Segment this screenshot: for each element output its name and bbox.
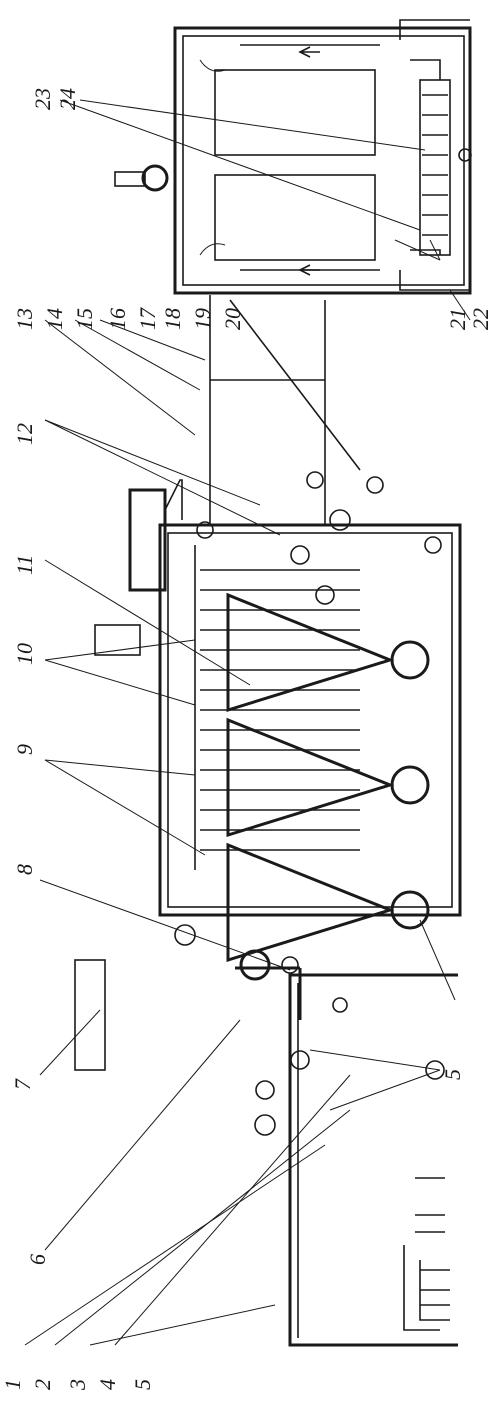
rollers (174, 521, 445, 1136)
label-8: 8 (12, 864, 37, 875)
label-18: 18 (160, 308, 185, 330)
label-13: 13 (12, 308, 37, 330)
label-20: 20 (220, 308, 245, 330)
discharge-hopper (94, 479, 183, 656)
label-5a: 5 (130, 1379, 155, 1390)
label-16: 16 (105, 308, 130, 330)
leader-lines (24, 99, 471, 1346)
label-12: 12 (12, 423, 37, 445)
label-23: 23 (30, 88, 55, 110)
label-group: 1 2 3 4 5 5 6 7 8 9 10 11 12 13 14 15 16… (0, 88, 492, 1391)
feed-tank (235, 966, 458, 1347)
label-7: 7 (10, 1078, 35, 1090)
fans (390, 640, 430, 930)
conveyor-loops (194, 545, 360, 870)
air-ducts (226, 592, 395, 963)
label-1: 1 (0, 1379, 25, 1390)
label-2: 2 (30, 1379, 55, 1390)
label-4: 4 (95, 1379, 120, 1390)
label-22: 22 (468, 308, 492, 330)
label-6: 6 (25, 1254, 50, 1265)
dryer-chamber (173, 26, 472, 295)
label-17: 17 (135, 307, 160, 330)
label-9: 9 (12, 744, 37, 755)
label-19: 19 (190, 308, 215, 330)
label-3: 3 (65, 1379, 90, 1391)
label-10: 10 (12, 643, 37, 665)
winding-unit (209, 295, 384, 531)
exhaust-duct (74, 949, 271, 1071)
heating-coil-bottom (403, 1177, 450, 1331)
label-21: 21 (445, 308, 470, 330)
label-15: 15 (72, 308, 97, 330)
fan-top (114, 164, 169, 192)
main-casing (158, 523, 462, 917)
label-5b: 5 (440, 1069, 465, 1080)
label-24: 24 (55, 88, 80, 110)
label-11: 11 (12, 555, 37, 575)
label-14: 14 (42, 308, 67, 330)
heater-tubes (399, 19, 472, 291)
